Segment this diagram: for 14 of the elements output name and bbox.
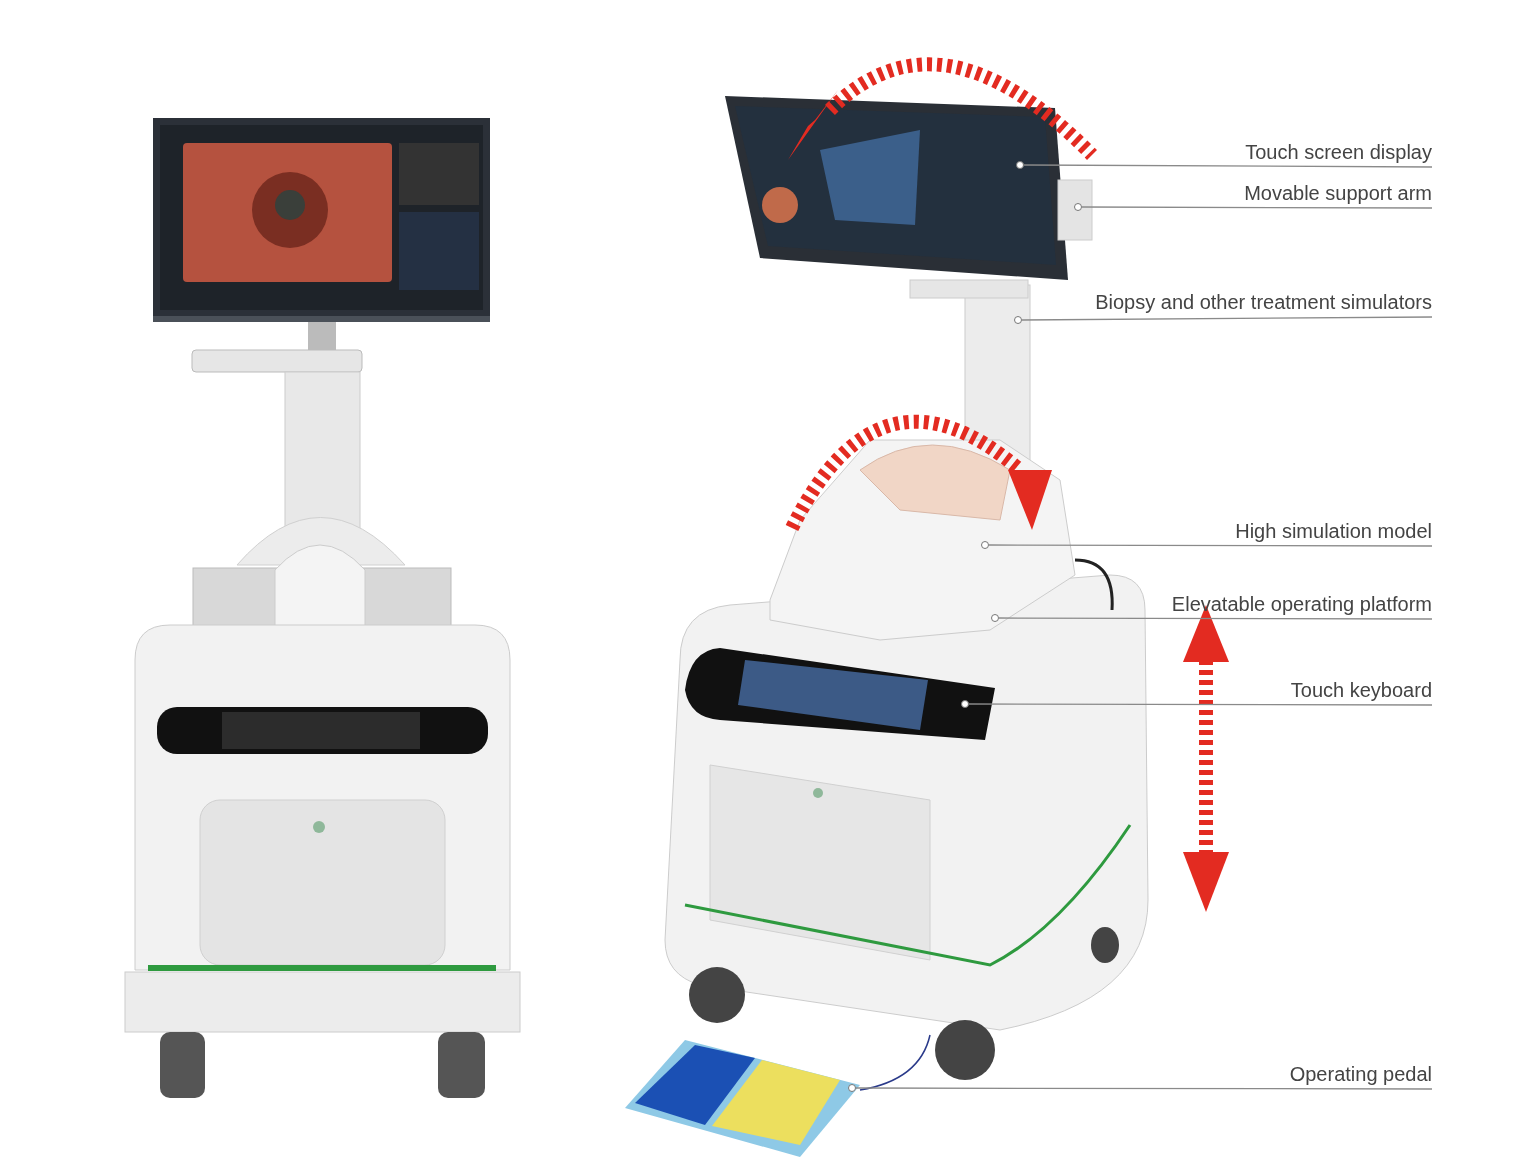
- callout-label: Operating pedal: [1289, 1061, 1432, 1089]
- callout-label: Touch keyboard: [1290, 677, 1432, 705]
- leader-line: [1021, 316, 1433, 321]
- callout-label: Movable support arm: [1244, 180, 1432, 208]
- leader-line: [855, 1087, 1433, 1090]
- leader-line: [988, 544, 1433, 547]
- callout-label: High simulation model: [1235, 518, 1432, 546]
- leader-line: [1023, 164, 1433, 168]
- callout-label: Biopsy and other treatment simulators: [1095, 289, 1432, 317]
- leader-line: [1081, 206, 1433, 209]
- leader-line: [968, 703, 1433, 706]
- callout-label: Elevatable operating platform: [1171, 591, 1432, 619]
- leader-line: [998, 617, 1433, 620]
- callout-label: Touch screen display: [1245, 139, 1432, 167]
